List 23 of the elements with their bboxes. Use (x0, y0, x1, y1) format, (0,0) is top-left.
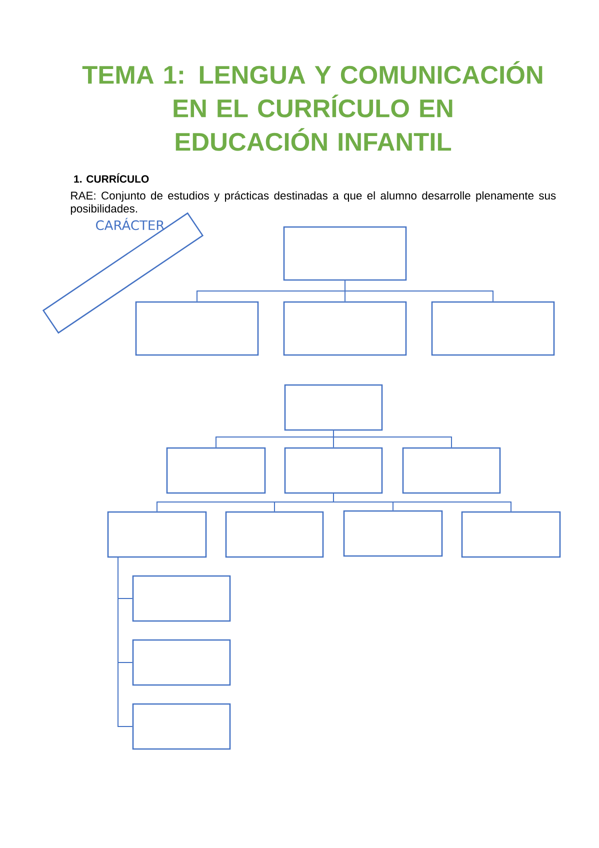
empty-box (132, 575, 231, 622)
empty-box (283, 226, 407, 281)
heading: 1. CURRÍCULO (74, 173, 149, 183)
empty-box (343, 510, 443, 557)
connector-line (344, 280, 494, 302)
connector-line (333, 430, 452, 448)
empty-box (284, 447, 383, 494)
empty-box (135, 301, 259, 356)
empty-box (225, 511, 324, 558)
empty-box (107, 511, 207, 558)
title: TEMA 1: LENGUA Y COMUNICACIÓN EN EL CURRÍCULO EN EDUCACIÓN INFANTIL (82, 61, 542, 151)
empty-box (283, 301, 407, 356)
empty-box (132, 639, 231, 686)
empty-box (132, 703, 231, 750)
empty-box (402, 447, 501, 494)
empty-box (461, 511, 561, 558)
empty-box (284, 384, 383, 431)
empty-box (431, 301, 555, 356)
connector-line (333, 493, 512, 512)
empty-box (166, 447, 266, 494)
connector-line (118, 557, 133, 727)
box-label: CARÁCTER (96, 218, 164, 230)
definition-text: RAE: Conjunto de estudios y prácticas destinadas a que el alumno desarrolle plenamente sus posibilidades. (70, 191, 556, 215)
